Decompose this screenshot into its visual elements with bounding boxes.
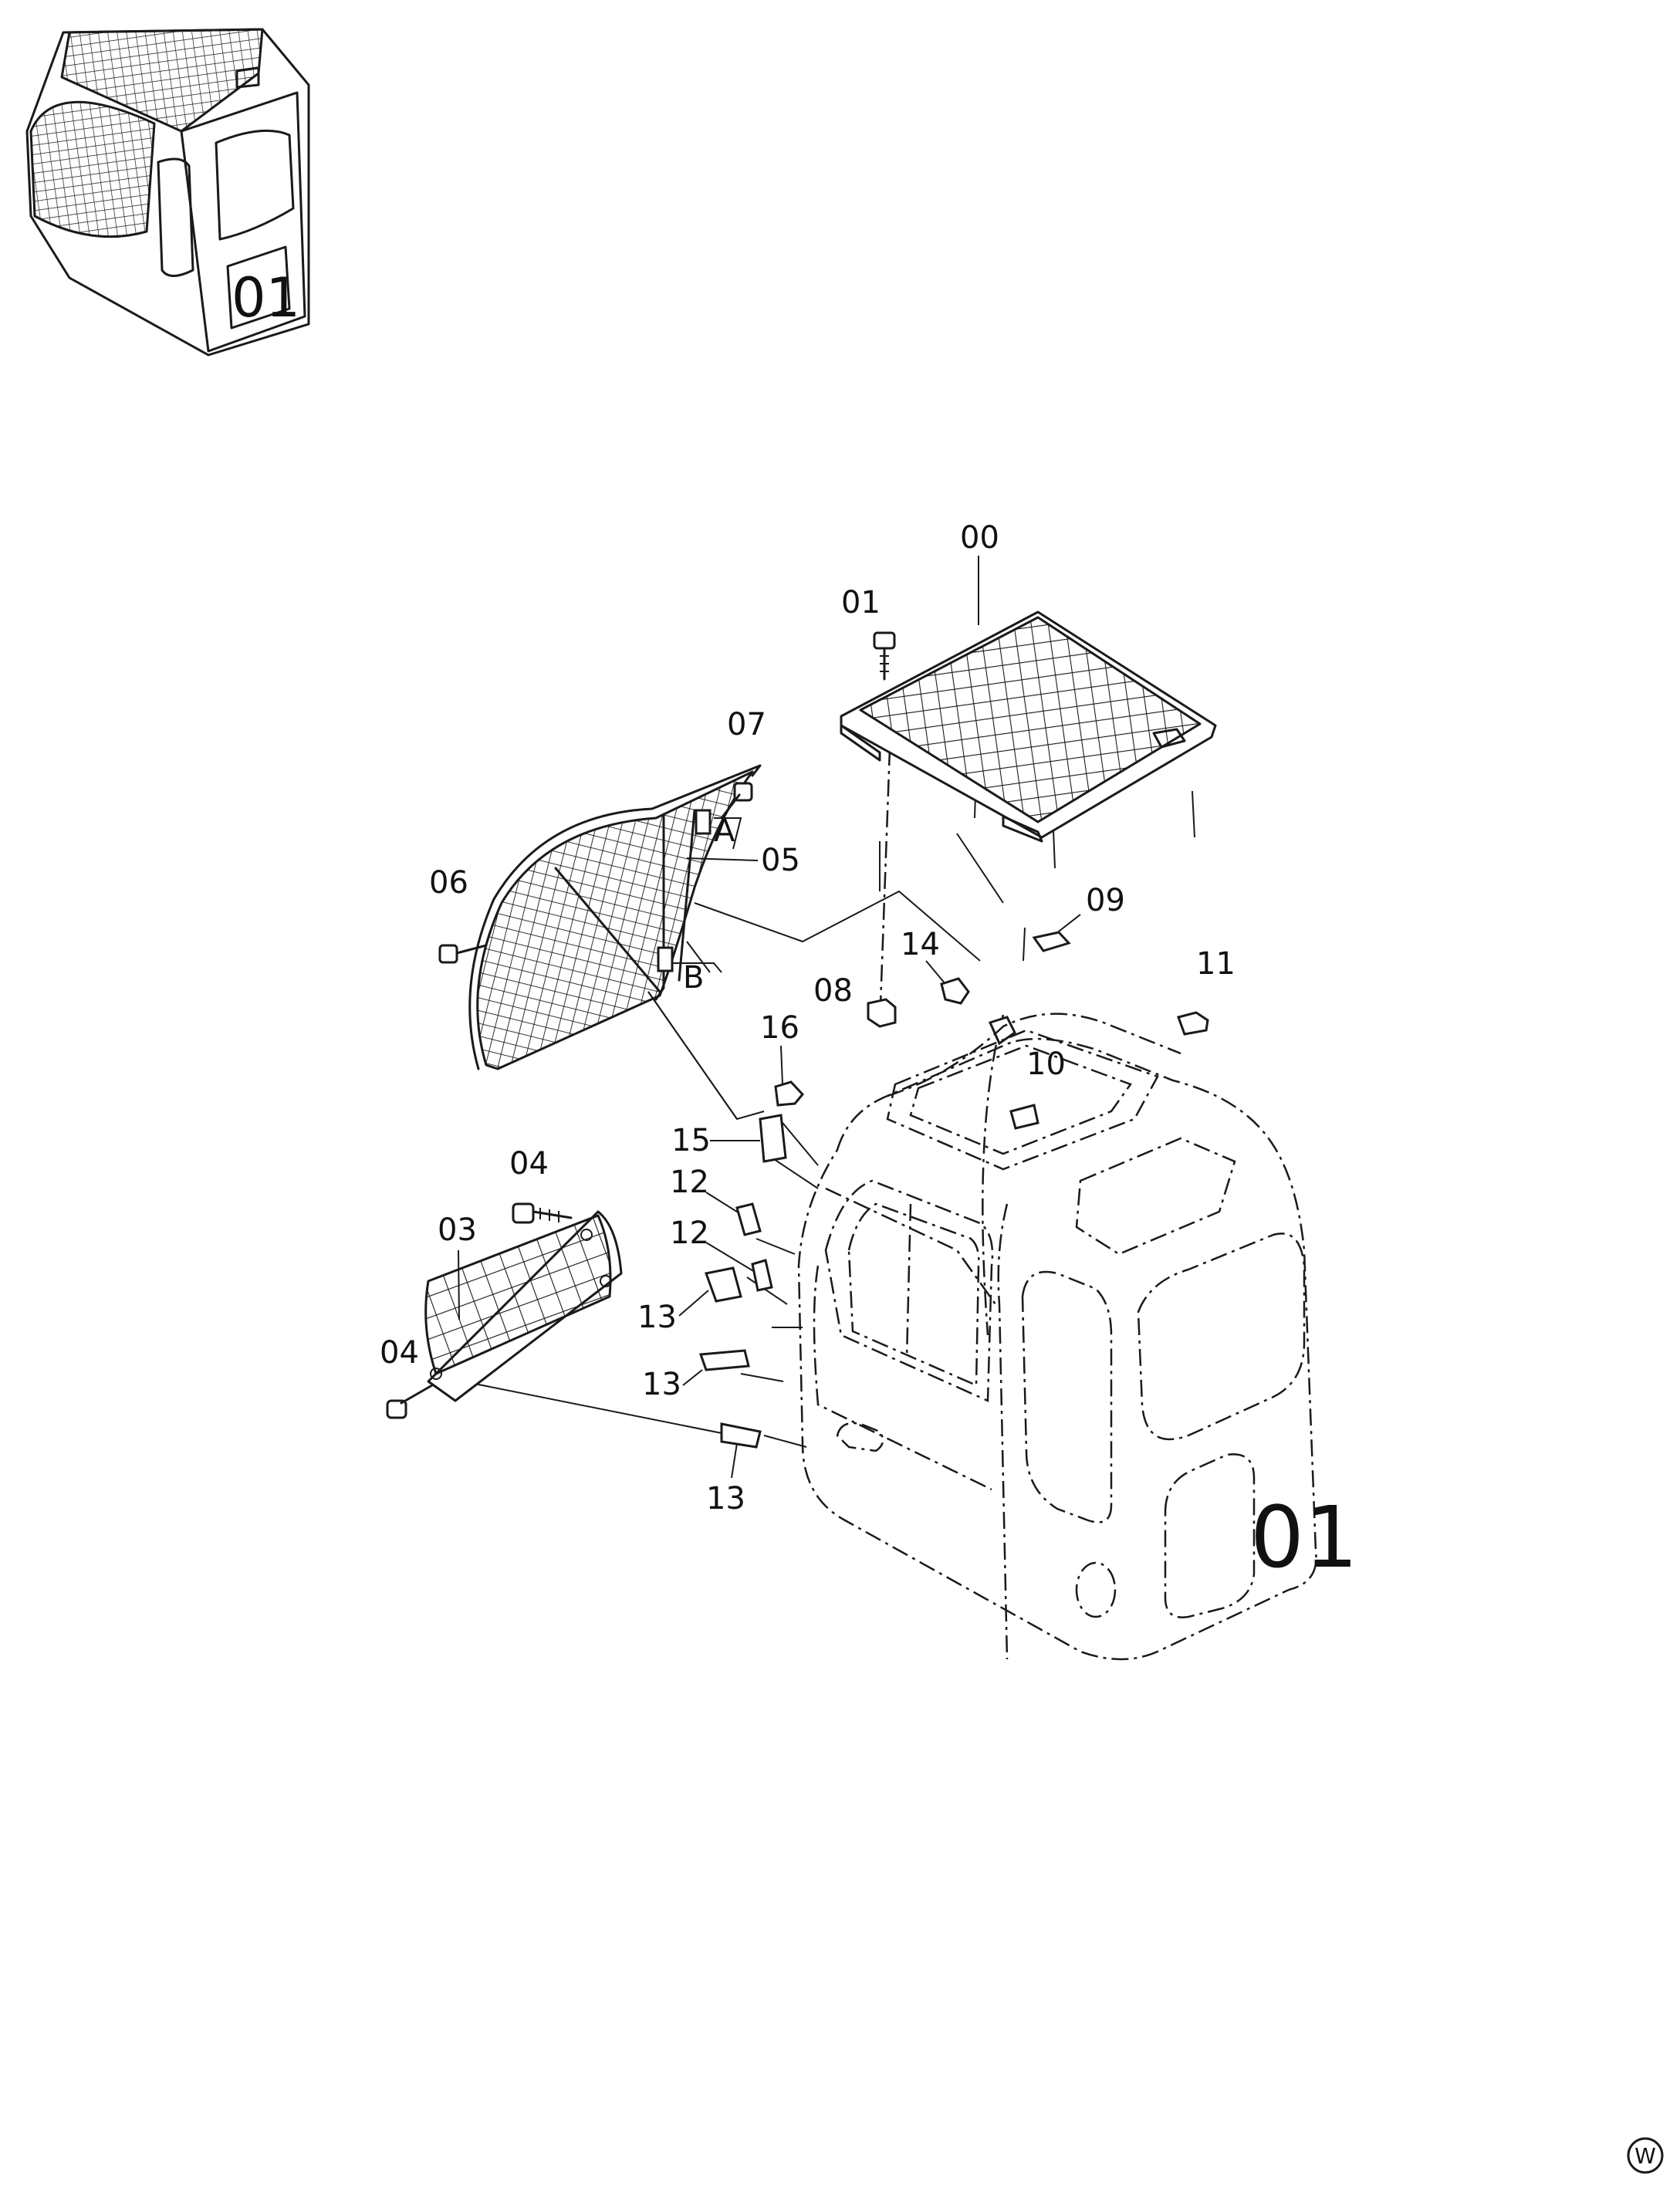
cab-badge: 01 <box>1250 1488 1358 1587</box>
callout-11: 11 <box>1196 946 1235 982</box>
bolt-04-upper <box>512 1202 573 1224</box>
callout-06: 06 <box>429 865 468 901</box>
callout-00: 00 <box>960 520 999 556</box>
bracket-14 <box>940 977 1016 1046</box>
callout-05: 05 <box>761 843 800 878</box>
clip-13 <box>698 1266 762 1449</box>
callout-13-middle: 13 <box>642 1367 681 1402</box>
bracket-11 <box>1177 1011 1209 1036</box>
callout-12-lower: 12 <box>670 1216 709 1251</box>
callout-10: 10 <box>1026 1046 1066 1082</box>
callout-13-lower: 13 <box>706 1481 745 1516</box>
detail-mark-b: B <box>683 960 704 996</box>
thumbnail-badge: 01 <box>232 266 300 330</box>
callout-13-upper: 13 <box>637 1300 677 1335</box>
plate-15 <box>759 1114 787 1163</box>
bolt-06 <box>438 944 488 964</box>
bracket-10 <box>1009 1104 1039 1130</box>
callouts: 00 01 03 04 04 05 06 07 08 09 10 11 12 1… <box>380 520 1235 1516</box>
thumbnail-cab: 01 <box>25 28 310 357</box>
lower-guard-03 <box>424 1210 623 1402</box>
callout-04-lower: 04 <box>380 1335 419 1371</box>
bracket-16 <box>774 1080 805 1107</box>
detail-mark-a: A <box>714 813 735 849</box>
operator-cab: 01 <box>797 1013 1358 1661</box>
bracket-09 <box>1032 931 1071 952</box>
callout-14: 14 <box>901 927 940 962</box>
bolt-04-lower <box>386 1384 434 1419</box>
callout-15: 15 <box>671 1123 711 1158</box>
callout-16: 16 <box>760 1010 799 1046</box>
callout-07: 07 <box>727 707 766 742</box>
bolt-07 <box>720 782 753 820</box>
bolt-01 <box>873 631 896 681</box>
callout-12-upper: 12 <box>670 1165 709 1200</box>
callout-03: 03 <box>438 1212 477 1248</box>
side-guard-05 <box>468 764 762 1070</box>
callout-04-upper: 04 <box>509 1146 549 1182</box>
corner-mark: W <box>1627 2137 1664 2174</box>
callout-08: 08 <box>813 973 853 1009</box>
corner-mark-letter: W <box>1634 2143 1656 2169</box>
callout-01: 01 <box>841 585 881 620</box>
callout-09: 09 <box>1086 883 1125 918</box>
clip-12 <box>735 1202 773 1292</box>
leader-lines <box>462 748 1195 1448</box>
roof-guard-00 <box>840 610 1217 843</box>
bracket-08 <box>867 998 897 1028</box>
